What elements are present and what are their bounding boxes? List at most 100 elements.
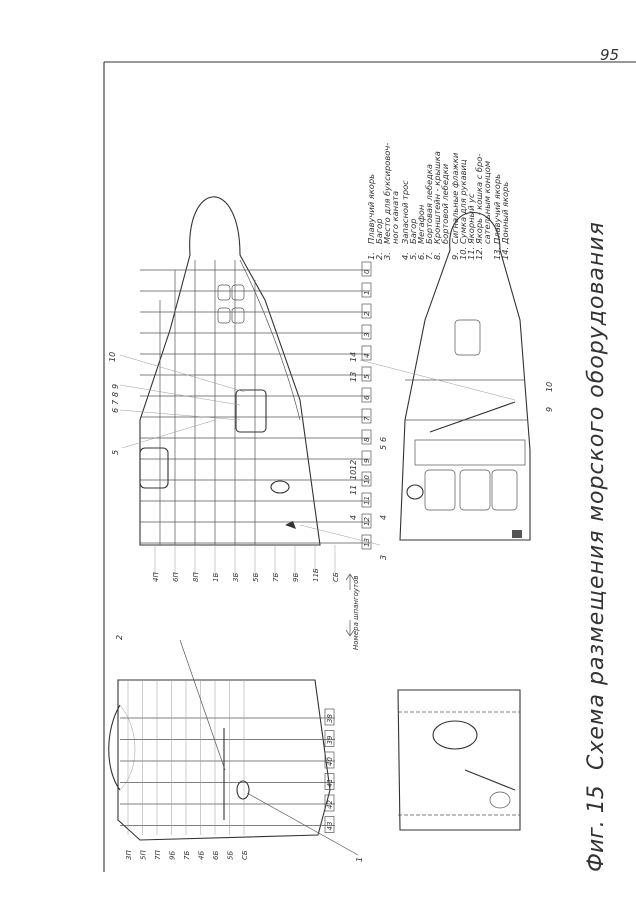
frame-label-box [361, 513, 372, 529]
tow-rope-place-icon [285, 521, 296, 529]
legend-number: 9. [450, 252, 460, 260]
frame-label-box [361, 366, 372, 382]
frame-label: 8 [363, 437, 371, 442]
stringer-label: 3П [125, 850, 133, 860]
stringer-label: 6П [172, 572, 180, 582]
frame-label-box [361, 492, 372, 508]
stringer-label: 7П [154, 850, 162, 860]
frame-label-box [361, 324, 372, 340]
stringer-label: 7Б [272, 573, 280, 582]
legend-item-text: Кронштейн - крышка [432, 151, 442, 244]
legend-item-text: бортовой лебедки [440, 163, 450, 244]
stringer-label: 8П [192, 572, 200, 582]
legend-number: 12. [474, 247, 484, 260]
legend-item-text: Плавучий якорь [366, 174, 376, 244]
frame-label: 3 [363, 333, 371, 337]
figure-number: Фиг. 15 [584, 785, 609, 872]
spare-rope-icon [270, 480, 290, 494]
frame-label: 2 [363, 311, 371, 316]
frame-label: 12 [363, 517, 371, 526]
figure-title: Схема размещения морского оборудования [584, 221, 609, 770]
frame-label-box [361, 261, 372, 277]
legend-number: 14. [500, 247, 510, 260]
svg-text:5: 5 [111, 450, 120, 455]
frame-label: 13 [363, 538, 371, 547]
svg-text:10: 10 [108, 352, 117, 362]
stringer-label: СБ [241, 850, 249, 860]
legend-item-text: Якорь - кошка с бро- [474, 154, 484, 245]
legend-number: 5. [408, 252, 418, 260]
svg-text:1: 1 [355, 857, 364, 862]
callouts: 10 6 7 8 9 5 14 13 12 11 10 4 3 6 5 10 9… [108, 352, 554, 862]
frame-label: 9 [363, 458, 371, 463]
svg-text:7: 7 [111, 399, 120, 405]
stringer-label: 4Б [198, 851, 206, 860]
legend-number: 1. [366, 252, 376, 260]
direction-arrows-icon [345, 573, 355, 637]
svg-text:9: 9 [111, 384, 120, 389]
frame-label-box [361, 534, 372, 550]
stringer-label: 3Б [232, 573, 240, 582]
legend-item-text: сательным концом [482, 161, 492, 244]
stringer-label: СБ [332, 572, 340, 582]
frame-label-box [361, 429, 372, 445]
frame-label: 43 [326, 822, 334, 831]
frame-label-box [324, 730, 335, 747]
stringer-label: 11Б [312, 568, 320, 582]
legend-number: 7. [424, 252, 434, 260]
frame-label-box [324, 751, 335, 769]
legend-item-text: Донный якорь [500, 182, 510, 245]
legend-item-text: ного каната [390, 191, 400, 244]
legend: 1. Плавучий якорь 2. Багор 3. Место для букси… [366, 143, 510, 260]
legend-number: 3. [382, 252, 392, 260]
legend-number: 2. [374, 252, 384, 260]
stringer-label: 7Б [183, 851, 191, 860]
svg-text:10: 10 [349, 470, 358, 480]
frame-label: 0 [363, 269, 371, 274]
legend-number: 10. [458, 247, 468, 260]
frame-label-box [324, 794, 335, 812]
legend-number: 6. [416, 252, 426, 260]
frame-label: 39 [326, 735, 334, 744]
legend-item-text: Якорный ус [466, 193, 476, 245]
stringer-label: 5П [140, 850, 148, 860]
legend-number: 4. [400, 252, 410, 260]
stringer-label: 5Б [227, 851, 235, 860]
frame-label: 41 [326, 779, 334, 788]
svg-text:4: 4 [379, 515, 388, 520]
frame-label: 38 [326, 714, 334, 723]
legend-item-text: Бортовая лебедка [424, 164, 434, 244]
stringer-label: 4П [152, 572, 160, 582]
frame-label: 42 [326, 800, 334, 809]
stringer-note: Номера шпангоутов [352, 575, 360, 650]
frame-label: 11 [363, 496, 371, 505]
frame-label: 40 [326, 757, 334, 766]
stringer-label: 1Б [212, 573, 220, 582]
svg-text:11: 11 [349, 485, 358, 495]
stringer-label: 9Б [292, 573, 300, 582]
svg-text:5: 5 [379, 445, 388, 450]
frame-label-box [361, 387, 372, 403]
frame-label-box [361, 471, 372, 487]
legend-item-text: Запасной трос [400, 180, 410, 244]
legend-item-text: Место для буксировоч- [382, 143, 392, 244]
svg-text:2: 2 [115, 635, 124, 640]
legend-item-text: Мегафон [416, 204, 426, 244]
svg-text:8: 8 [111, 392, 120, 397]
hull-right [399, 212, 531, 541]
frame-label-box [361, 303, 372, 319]
frame-label-box [361, 450, 372, 466]
legend-item-text: Сумка для рукавиц [458, 159, 468, 244]
frame-label-box [324, 708, 335, 726]
svg-text:4: 4 [349, 515, 358, 520]
frame-label-box [324, 773, 335, 790]
stringer-label: 9Б [169, 851, 177, 860]
hull-lower-left [108, 639, 359, 856]
legend-item-text: Багор [408, 219, 418, 244]
svg-text:10: 10 [545, 382, 554, 392]
frame-label-box [361, 408, 372, 424]
frame-label: 10 [363, 475, 371, 484]
